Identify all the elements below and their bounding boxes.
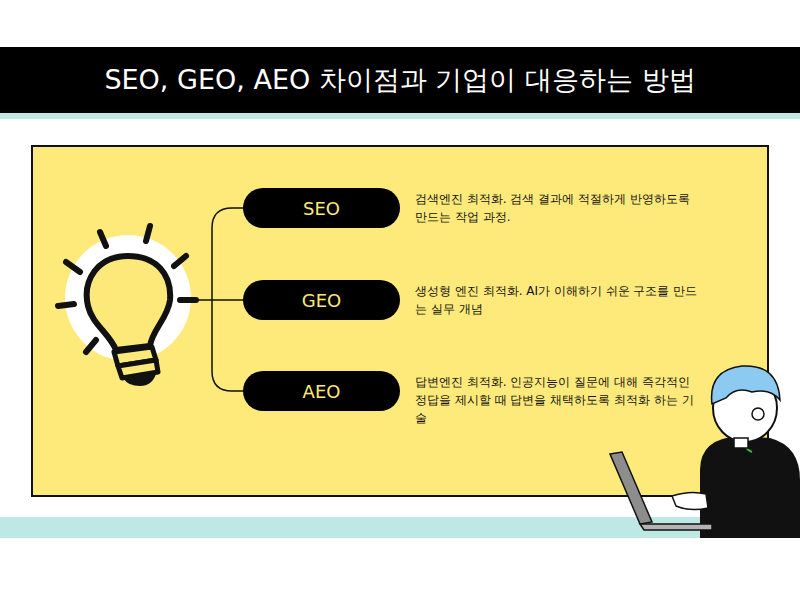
pill-box: GEO <box>243 280 400 320</box>
description-text: 검색엔진 최적화. 검색 결과에 적절하게 반영하도록 만드는 작업 과정. <box>415 190 705 226</box>
title: SEO, GEO, AEO 차이점과 기업이 대응하는 방법 <box>10 47 790 113</box>
pill-label: AEO <box>303 381 341 402</box>
pill-box: AEO <box>243 371 400 411</box>
bulb-icon <box>58 226 196 386</box>
teal-strip <box>0 113 800 119</box>
person-illustration <box>610 366 800 538</box>
title-bar <box>0 47 800 113</box>
pill-label: SEO <box>303 198 340 219</box>
description-text: 생성형 엔진 최적화. AI가 이해하기 쉬운 구조를 만드는 실무 개념 <box>415 282 705 318</box>
yellow-panel <box>32 146 768 496</box>
pill-label: GEO <box>302 290 342 311</box>
pill-box: SEO <box>243 188 400 228</box>
description-text: 답변엔진 최적화. 인공지능이 질문에 대해 즉각적인 정답을 제시할 때 답변… <box>415 373 705 427</box>
teal-band <box>0 517 800 538</box>
